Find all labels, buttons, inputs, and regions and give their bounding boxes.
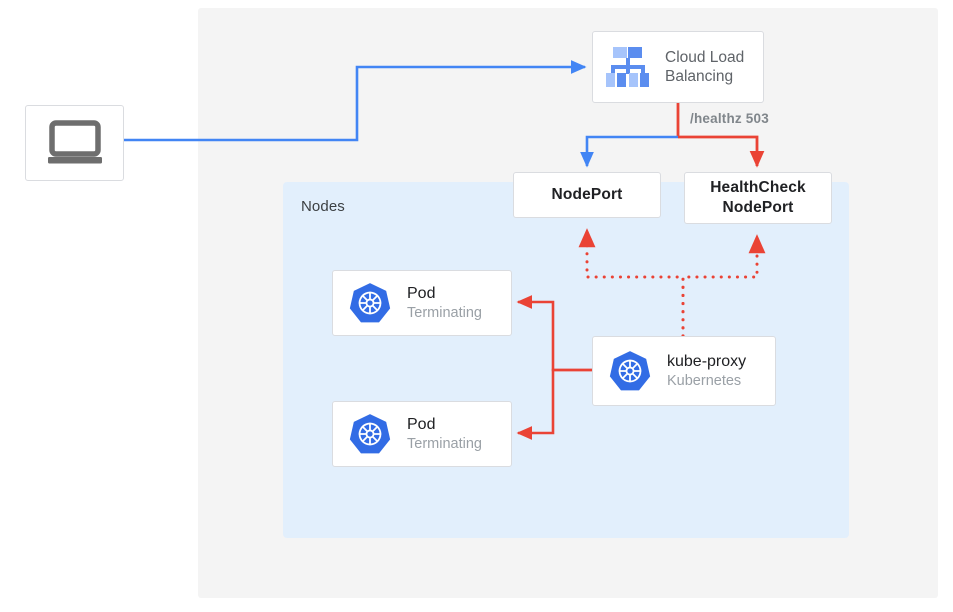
nodeport-title: NodePort: [551, 186, 623, 204]
healthcheck-nodeport-title: HealthCheck NodePort: [685, 178, 831, 218]
kube-proxy-label: kube-proxy Kubernetes: [667, 352, 746, 390]
nodeport-node: NodePort: [513, 172, 661, 218]
cloud-load-balancing-label: Cloud Load Balancing: [665, 48, 744, 87]
pod-label-1: Pod Terminating: [407, 284, 482, 322]
kube-proxy-title: kube-proxy: [667, 352, 747, 370]
pod-node-2: Pod Terminating: [332, 401, 512, 467]
healthz-edge-label: /healthz 503: [690, 111, 769, 126]
healthcheck-nodeport-title-line2: NodePort: [722, 199, 794, 216]
pod-label-2: Pod Terminating: [407, 415, 482, 453]
cloud-load-balancing-title-line1: Cloud Load: [665, 48, 745, 66]
kube-proxy-subtitle: Kubernetes: [667, 372, 742, 389]
cloud-load-balancing-node: Cloud Load Balancing: [592, 31, 764, 103]
kubernetes-icon: [607, 348, 653, 394]
pod-title-1: Pod: [407, 284, 436, 302]
healthcheck-nodeport-title-line1: HealthCheck: [710, 179, 806, 197]
pod-subtitle-2: Terminating: [407, 435, 482, 452]
pod-title-2: Pod: [407, 415, 436, 433]
cloud-load-balancing-icon: [603, 42, 653, 92]
laptop-icon: [44, 118, 106, 168]
client-node: [25, 105, 124, 181]
pod-subtitle-1: Terminating: [407, 304, 482, 321]
pod-node-1: Pod Terminating: [332, 270, 512, 336]
kube-proxy-node: kube-proxy Kubernetes: [592, 336, 776, 406]
kubernetes-icon: [347, 280, 393, 326]
healthcheck-nodeport-node: HealthCheck NodePort: [684, 172, 832, 224]
cloud-load-balancing-title-line2: Balancing: [665, 68, 734, 85]
nodes-region-label: Nodes: [301, 198, 345, 215]
kubernetes-icon: [347, 411, 393, 457]
